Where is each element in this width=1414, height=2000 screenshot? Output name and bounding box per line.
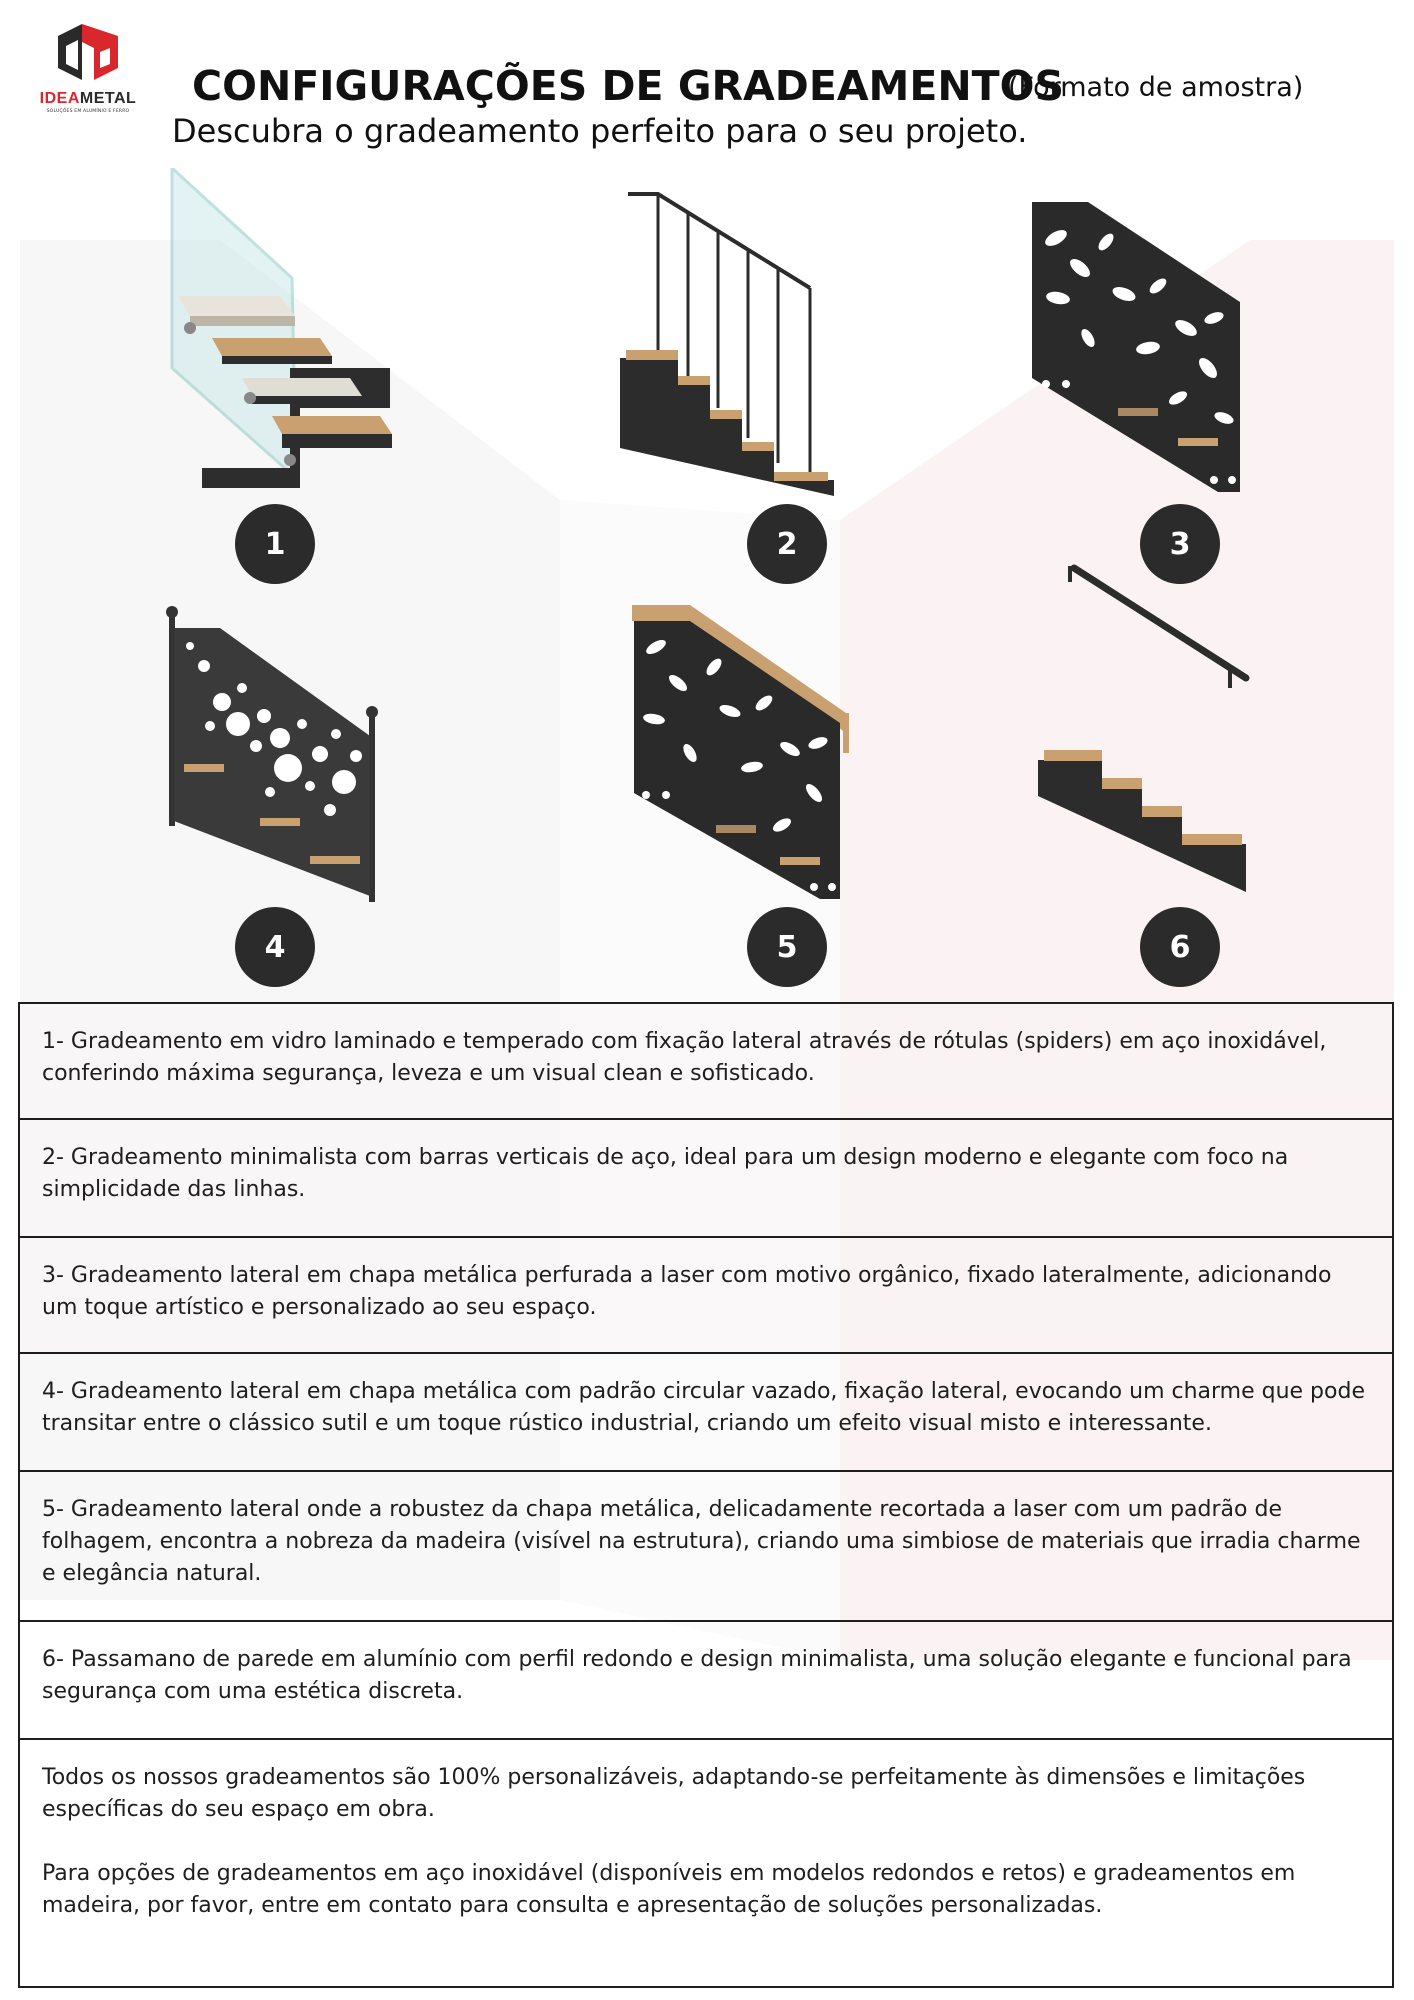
page-tagline: Descubra o gradeamento perfeito para o s… [172, 112, 1028, 150]
option-description-3: 3- Gradeamento lateral em chapa metálica… [18, 1236, 1394, 1354]
option-number-3: 3 [1140, 504, 1220, 584]
customization-note: Todos os nossos gradeamentos são 100% pe… [18, 1738, 1394, 1988]
option-number-5: 5 [747, 907, 827, 987]
logo-tagline: SOLUÇÕES EM ALUMÍNIO E FERRO [46, 109, 130, 114]
option-text-6: 6- Passamano de parede em alumínio com p… [42, 1647, 1352, 1704]
option-text-5: 5- Gradeamento lateral onde a robustez d… [42, 1497, 1361, 1586]
page-title: CONFIGURAÇÕES DE GRADEAMENTOS [192, 62, 1065, 110]
circle-pattern-railing-stair-icon [166, 606, 378, 902]
logo-brand-metal: METAL [79, 90, 137, 107]
option-text-3: 3- Gradeamento lateral em chapa metálica… [42, 1263, 1332, 1320]
logo-mark-icon [58, 24, 118, 80]
option-text-1: 1- Gradeamento em vidro laminado e tempe… [42, 1029, 1327, 1086]
option-text-2: 2- Gradeamento minimalista com barras ve… [42, 1145, 1289, 1202]
glass-railing-stair-icon [170, 168, 392, 488]
ideametal-logo: IDEAMETAL SOLUÇÕES EM ALUMÍNIO E FERRO [28, 22, 148, 122]
option-description-2: 2- Gradeamento minimalista com barras ve… [18, 1118, 1394, 1238]
option-description-4: 4- Gradeamento lateral em chapa metálica… [18, 1352, 1394, 1472]
format-note: (Formato de amostra) [1008, 72, 1304, 103]
wall-handrail-stair-icon [1038, 564, 1250, 892]
option-description-1: 1- Gradeamento em vidro laminado e tempe… [18, 1002, 1394, 1120]
leaf-laser-cut-railing-stair-icon [1032, 202, 1240, 492]
customization-paragraph-2: Para opções de gradeamentos em aço inoxi… [42, 1861, 1296, 1918]
leaf-panel-wood-handrail-stair-icon [632, 605, 849, 899]
option-text-4: 4- Gradeamento lateral em chapa metálica… [42, 1379, 1365, 1436]
logo-brand-idea: IDEA [39, 90, 80, 107]
option-description-6: 6- Passamano de parede em alumínio com p… [18, 1620, 1394, 1740]
vertical-bar-railing-stair-icon [620, 192, 834, 496]
option-description-5: 5- Gradeamento lateral onde a robustez d… [18, 1470, 1394, 1622]
option-number-2: 2 [747, 504, 827, 584]
option-number-6: 6 [1140, 907, 1220, 987]
option-number-4: 4 [235, 907, 315, 987]
option-number-1: 1 [235, 504, 315, 584]
customization-paragraph-1: Todos os nossos gradeamentos são 100% pe… [42, 1765, 1306, 1822]
